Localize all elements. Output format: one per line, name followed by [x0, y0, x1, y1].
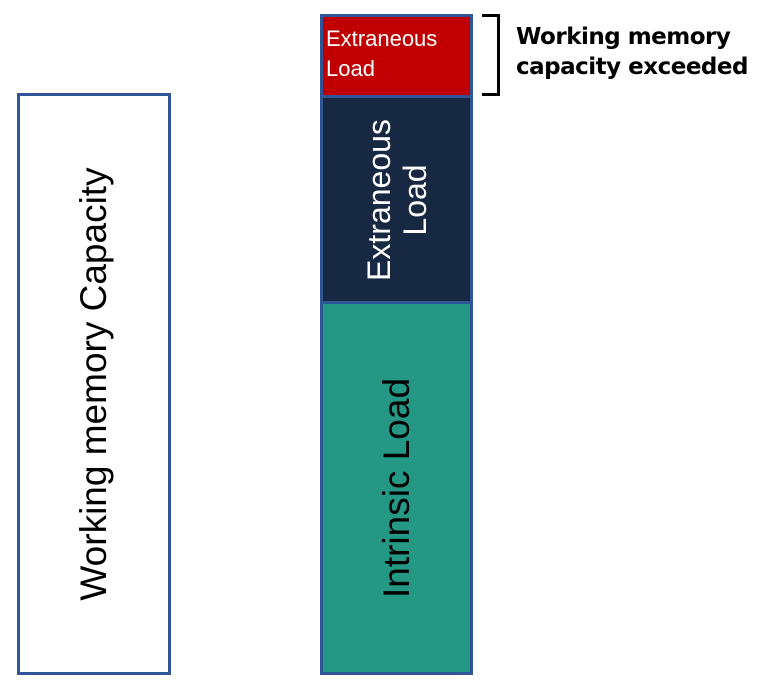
working-memory-capacity-box: Working memory Capacity: [17, 93, 171, 675]
extraneous-label-line1: Extraneous: [360, 118, 397, 281]
load-stack: Extraneous Load Extraneous Load Intrinsi…: [320, 14, 473, 675]
extraneous-label-line2: Load: [396, 163, 433, 236]
extraneous-label: Extraneous Load: [361, 119, 433, 281]
extraneous-load-segment: Extraneous Load: [323, 98, 470, 301]
excess-label-line2: Load: [326, 56, 375, 81]
excess-extraneous-label: Extraneous Load: [326, 24, 437, 84]
capacity-label: Working memory Capacity: [73, 167, 114, 601]
excess-label-line1: Extraneous: [326, 26, 438, 51]
exceeded-bracket: [482, 14, 500, 96]
excess-extraneous-load-segment: Extraneous Load: [323, 17, 470, 95]
annotation-line1: Working memory: [516, 24, 731, 50]
intrinsic-label: Intrinsic Load: [375, 377, 417, 599]
exceeded-annotation: Working memory capacity exceeded: [516, 22, 748, 82]
annotation-line2: capacity exceeded: [516, 54, 748, 80]
intrinsic-load-segment: Intrinsic Load: [323, 304, 470, 672]
